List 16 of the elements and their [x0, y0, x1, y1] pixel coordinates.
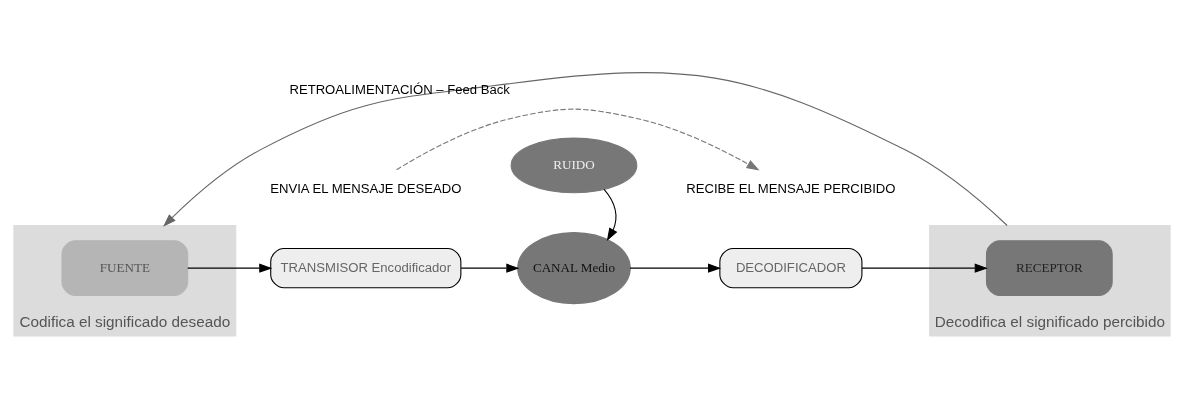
- arrow: [396, 108, 760, 171]
- node-ellipse: RUIDO: [510, 137, 638, 193]
- arrow: [163, 71, 1008, 227]
- node-box: DECODIFICADOR: [719, 247, 863, 288]
- arrow: [187, 263, 273, 273]
- node-text: ENVIA EL MENSAJE DESEADO: [270, 180, 462, 196]
- arrow: [460, 263, 520, 273]
- node-box: TRANSMISOR Encodificador: [270, 247, 462, 288]
- arrow: [629, 263, 722, 273]
- edge-label: RETROALIMENTACIÓN – Feed Back: [289, 81, 510, 97]
- node-box: RECEPTOR: [985, 239, 1113, 296]
- arrow: [861, 263, 988, 273]
- node-box: FUENTE: [61, 239, 189, 296]
- node-ellipse: CANAL Medio: [517, 231, 631, 304]
- arrow: [603, 188, 618, 241]
- node-text: RECIBE EL MENSAJE PERCIBIDO: [686, 180, 896, 196]
